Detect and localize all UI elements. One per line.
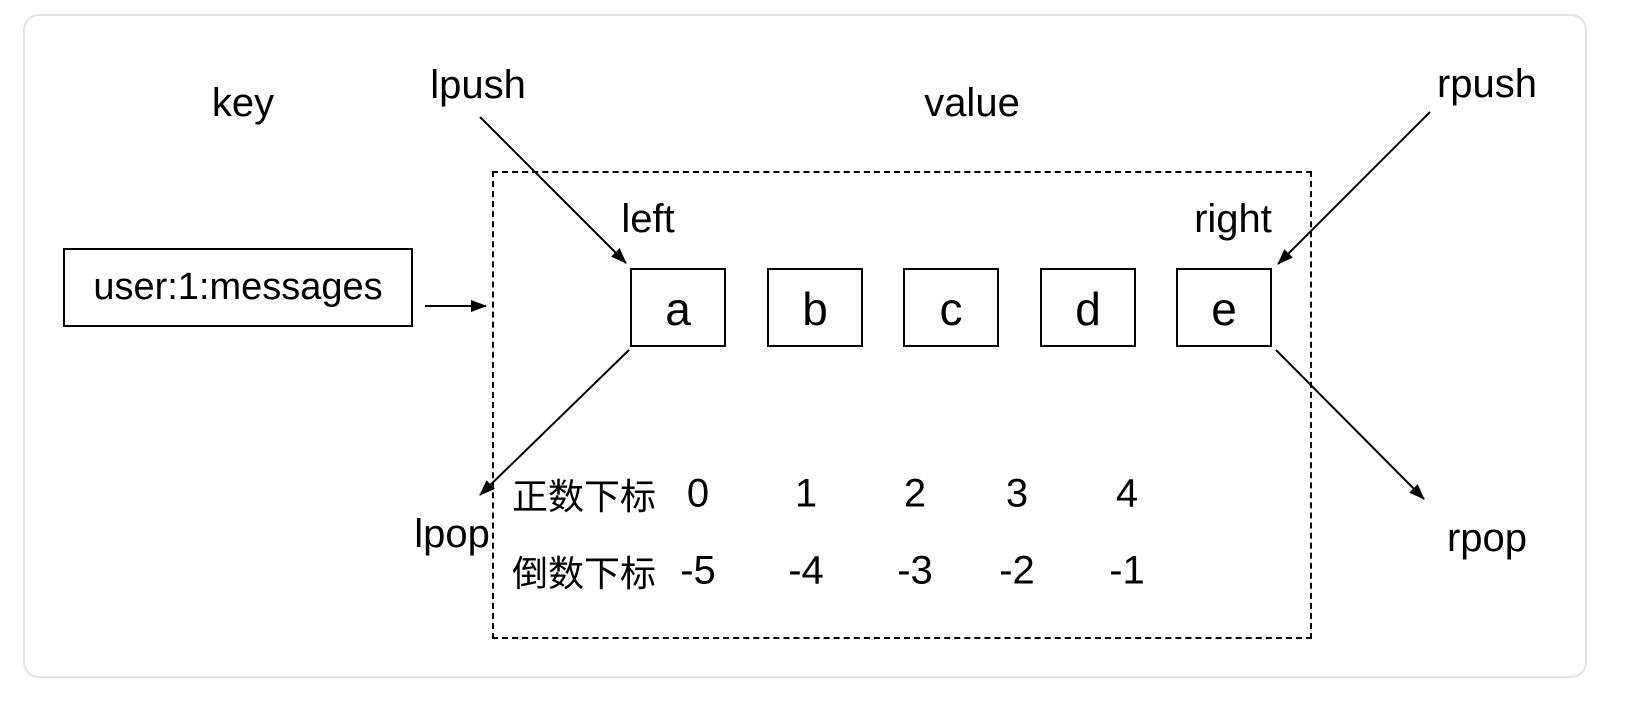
positive-index-4: 4	[1115, 471, 1139, 516]
list-item-box-d: d	[1040, 268, 1136, 347]
list-item-box-b: b	[767, 268, 863, 347]
list-item-box-a: a	[630, 268, 726, 347]
list-item-box-c: c	[903, 268, 999, 347]
key-label: key	[211, 81, 275, 125]
list-item-letter: b	[802, 283, 828, 335]
list-item-box-e: e	[1176, 268, 1272, 347]
right-label: right	[1194, 197, 1272, 241]
negative-index-3: -2	[999, 548, 1035, 593]
positive-index-3: 3	[1005, 471, 1029, 516]
value-label: value	[924, 81, 1020, 125]
positive-index-row-label: 正数下标	[512, 476, 657, 517]
left-label: left	[621, 197, 675, 241]
key-box: user:1:messages	[63, 248, 413, 327]
positive-index-2: 2	[903, 471, 927, 516]
negative-index-row-label: 倒数下标	[512, 553, 657, 594]
rpop-label: rpop	[1446, 516, 1528, 560]
rpush-label: rpush	[1436, 62, 1538, 106]
lpush-label: lpush	[430, 63, 526, 107]
positive-index-1: 1	[794, 471, 818, 516]
negative-index-2: -3	[897, 548, 933, 593]
negative-index-1: -4	[788, 548, 824, 593]
list-item-letter: d	[1075, 283, 1101, 335]
list-item-letter: c	[939, 283, 963, 335]
positive-index-0: 0	[686, 471, 710, 516]
negative-index-4: -1	[1109, 548, 1145, 593]
negative-index-0: -5	[680, 548, 716, 593]
key-box-text: user:1:messages	[93, 266, 383, 308]
list-item-letter: a	[665, 283, 691, 335]
lpop-label: lpop	[414, 512, 490, 556]
value-region-dashed-box	[492, 171, 1312, 639]
list-item-letter: e	[1211, 283, 1237, 335]
